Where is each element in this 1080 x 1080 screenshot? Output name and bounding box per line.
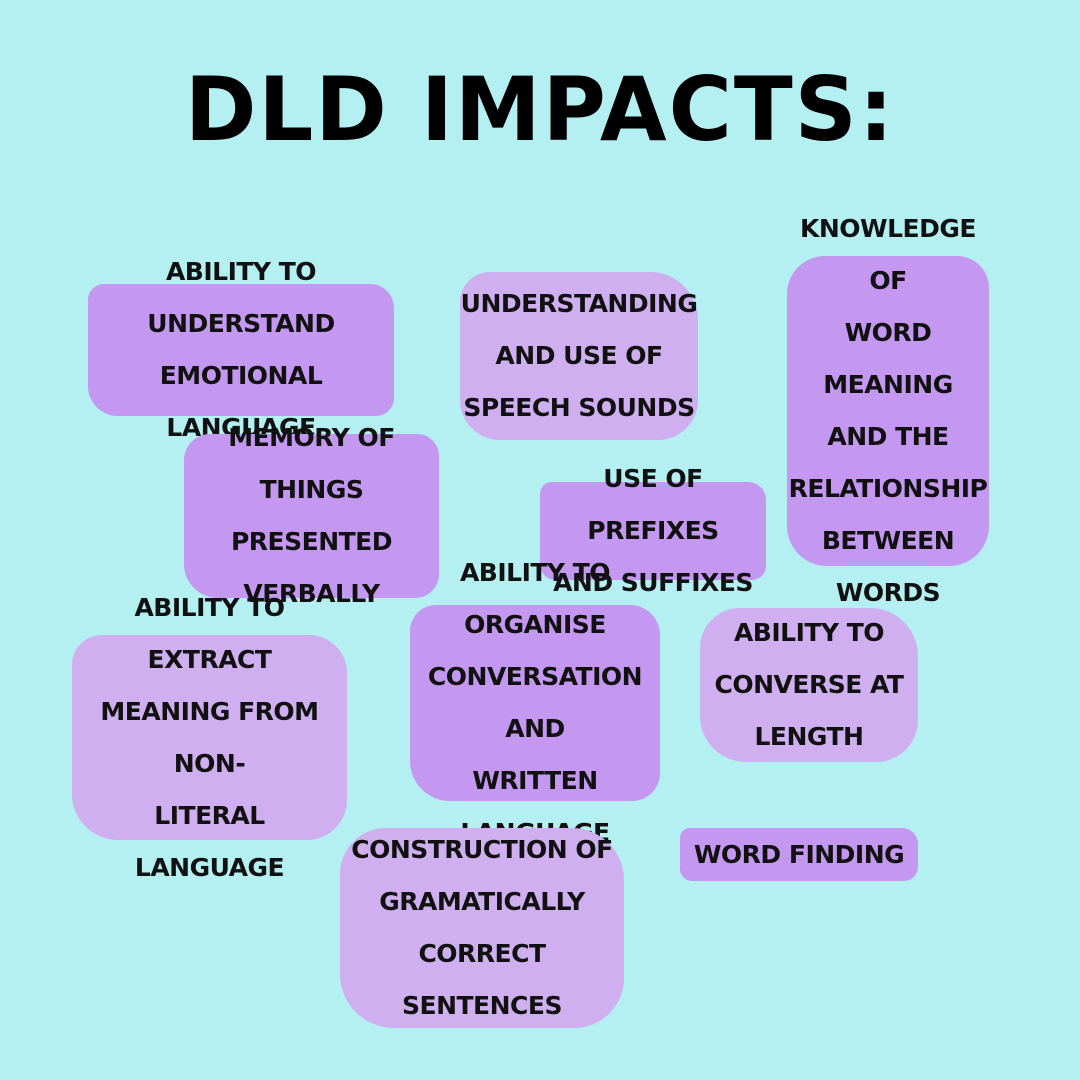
impact-word-meaning: KNOWLEDGE OF WORD MEANING AND THE RELATI…	[787, 214, 989, 607]
page-title: DLD IMPACTS:	[184, 58, 896, 161]
impact-word-finding: WORD FINDING	[680, 828, 918, 881]
impact-verbal-memory: MEMORY OF THINGS PRESENTED VERBALLY	[184, 423, 439, 608]
impact-emotional-language: ABILITY TO UNDERSTAND EMOTIONAL LANGUAGE	[88, 257, 394, 442]
impact-organise-conversation: ABILITY TO ORGANISE CONVERSATION AND WRI…	[410, 558, 660, 847]
impact-converse-at-length: ABILITY TO CONVERSE AT LENGTH	[700, 608, 918, 762]
impact-non-literal-language: ABILITY TO EXTRACT MEANING FROM NON- LIT…	[72, 593, 347, 882]
impact-speech-sounds: UNDERSTANDING AND USE OF SPEECH SOUNDS	[460, 272, 698, 440]
impact-sentence-construction: CONSTRUCTION OF GRAMATICALLY CORRECT SEN…	[340, 828, 624, 1028]
